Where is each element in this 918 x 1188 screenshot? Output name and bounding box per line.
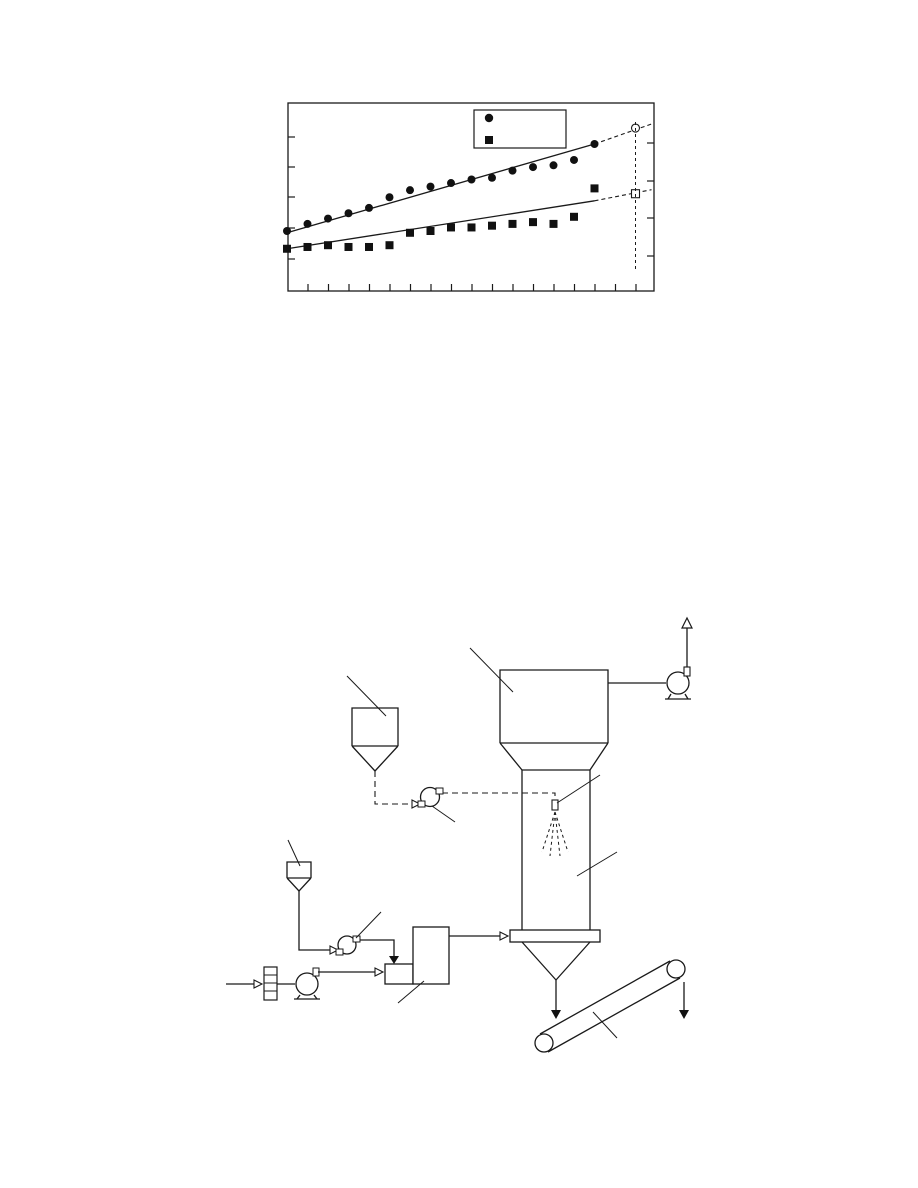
data-point-square xyxy=(570,212,578,221)
data-point-square xyxy=(406,228,414,237)
inlet-filter xyxy=(263,966,278,1001)
leader-tower-column xyxy=(576,851,618,877)
data-point-square xyxy=(283,244,291,253)
data-point-circle xyxy=(447,179,455,188)
spray-nozzle xyxy=(541,799,569,857)
tower-upper-chamber xyxy=(499,669,609,744)
data-point-circle xyxy=(344,209,353,218)
data-point-circle xyxy=(549,161,558,170)
feed-pump xyxy=(277,967,385,1000)
binder-pump xyxy=(335,935,361,956)
data-point-circle xyxy=(385,193,394,202)
data-point-circle xyxy=(467,175,476,184)
leader-upper-chamber xyxy=(469,647,514,693)
coating-feed-line xyxy=(374,771,556,809)
extrapolation-line xyxy=(594,123,652,145)
callout-leaders xyxy=(287,647,618,1039)
legend-circle-marker xyxy=(484,113,494,123)
data-point-circle xyxy=(406,186,414,195)
data-point-square xyxy=(549,219,558,228)
leader-binder-hopper xyxy=(287,839,301,867)
data-point-circle xyxy=(365,203,373,212)
coating-hopper xyxy=(351,707,399,772)
leader-coating-pump xyxy=(431,805,456,823)
leader-conveyor xyxy=(592,1011,618,1039)
legend-square-marker xyxy=(485,136,493,144)
y-ticks-right xyxy=(647,142,654,257)
leader-binder-pump xyxy=(355,911,382,939)
extrapolation-line xyxy=(594,189,652,202)
data-point-circle xyxy=(488,173,496,182)
data-point-circle xyxy=(529,163,537,172)
binder-feed-line xyxy=(298,891,399,964)
data-point-circle xyxy=(283,227,291,235)
tower-column xyxy=(521,770,591,930)
tower-transition-cone xyxy=(499,742,609,771)
data-point-square xyxy=(303,242,312,251)
discharge-arrow xyxy=(679,982,689,1019)
data-point-square xyxy=(365,242,373,251)
exhaust-stack-arrow xyxy=(681,616,693,667)
data-point-circle xyxy=(590,140,599,148)
data-point-square xyxy=(344,242,353,251)
data-point-circle xyxy=(303,219,312,228)
binder-hopper xyxy=(286,861,312,892)
fit-line xyxy=(286,143,595,234)
data-point-square xyxy=(447,223,455,232)
leader-mixing-tank xyxy=(397,980,425,1004)
data-point-square xyxy=(385,241,394,250)
air-distributor-ring xyxy=(509,929,601,943)
data-point-square xyxy=(324,241,332,250)
data-point-square xyxy=(426,227,435,235)
data-point-circle xyxy=(426,182,435,191)
x-ticks xyxy=(307,284,637,291)
data-point-square xyxy=(590,184,599,193)
fit-lines xyxy=(286,123,652,250)
tower-bottom-cone xyxy=(521,941,591,981)
data-point-square xyxy=(508,219,517,228)
data-point-square xyxy=(467,223,476,232)
data-point-circle xyxy=(570,155,578,164)
product-outlet-arrow xyxy=(551,980,561,1019)
exhaust-fan xyxy=(665,666,691,700)
data-point-circle xyxy=(324,214,332,223)
leader-spray-nozzle xyxy=(556,774,601,804)
leader-coating-hopper xyxy=(346,675,387,717)
legend-box xyxy=(473,109,567,149)
mixing-tank xyxy=(384,926,450,985)
tank-to-tower-line xyxy=(449,931,510,941)
data-point-square xyxy=(488,221,496,230)
conveyor-belt xyxy=(534,959,686,1053)
data-point-circle xyxy=(508,166,517,175)
data-point-square xyxy=(529,218,537,227)
feed-inlet-arrow xyxy=(226,979,264,989)
coating-pump xyxy=(417,786,444,808)
fit-line xyxy=(286,200,595,250)
